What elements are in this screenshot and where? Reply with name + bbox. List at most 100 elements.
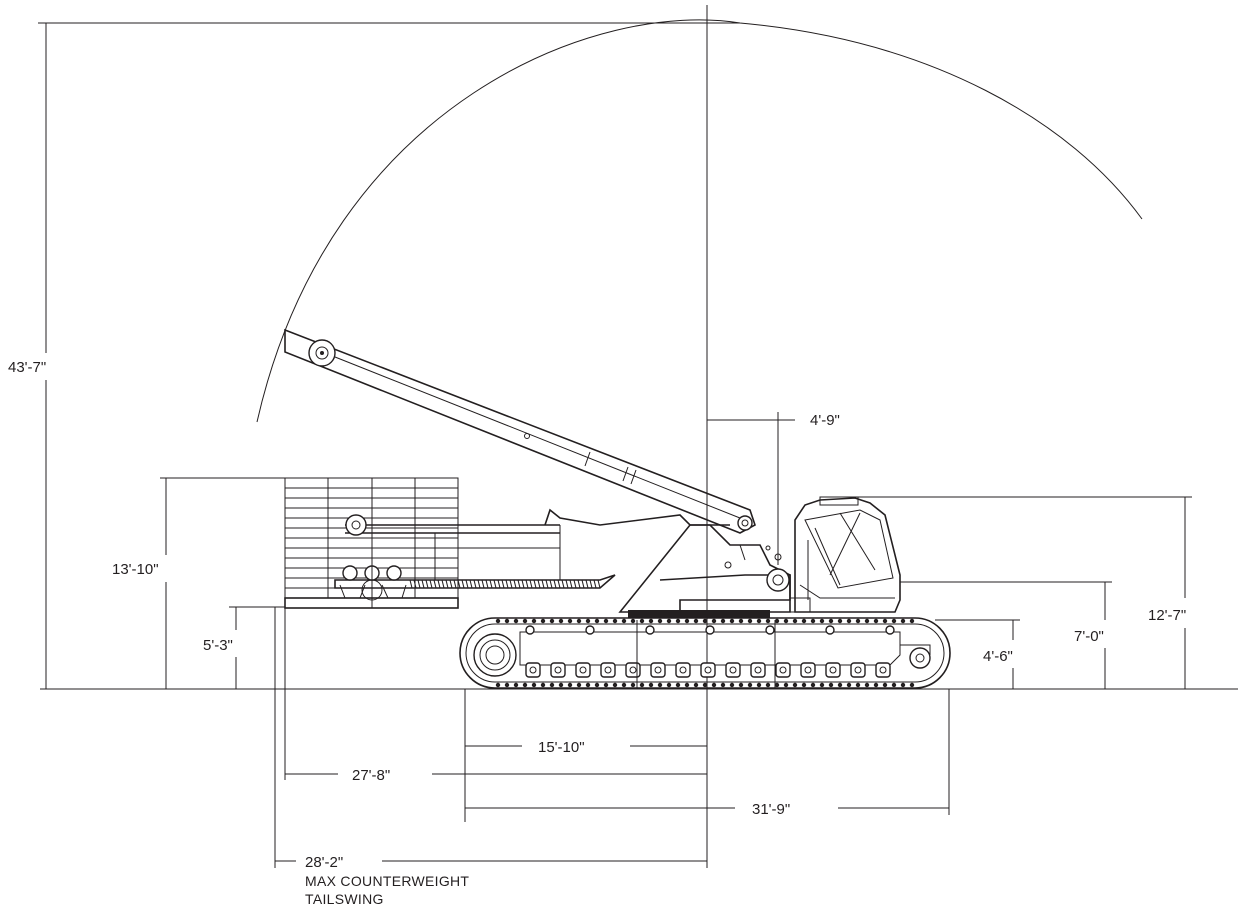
track-pad <box>585 682 591 688</box>
track-pad <box>540 682 546 688</box>
overall-length-dimension: 31'-9" <box>465 689 950 818</box>
track-roller-hub <box>779 666 787 674</box>
track-roller-hub <box>529 666 537 674</box>
track-pad <box>504 618 510 624</box>
max-tailswing-dimension: 28'-2" MAX COUNTERWEIGHT TAILSWING <box>274 607 707 907</box>
swing-bearing <box>628 610 770 618</box>
track-pad <box>711 618 717 624</box>
max-tailswing-note-line2: TAILSWING <box>305 891 384 907</box>
frame-serration <box>557 579 561 589</box>
drive-sprocket-icon <box>909 647 931 669</box>
frame-serration <box>597 579 601 589</box>
track-pad <box>558 682 564 688</box>
track-pad <box>549 618 555 624</box>
track-pad <box>513 682 519 688</box>
frame-serration <box>581 579 585 589</box>
track-pad <box>891 618 897 624</box>
track-pad <box>882 682 888 688</box>
track-pad <box>657 682 663 688</box>
track-pad <box>792 682 798 688</box>
rear-frame <box>334 508 730 608</box>
track-pad <box>846 618 852 624</box>
boom-pivot-icon <box>766 568 790 592</box>
track-pad <box>864 618 870 624</box>
track-pad <box>612 682 618 688</box>
track-roller-hub <box>829 666 837 674</box>
track-center-dimension: 15'-10" <box>464 689 707 822</box>
upper-frame <box>618 524 791 618</box>
track-roller-icon <box>775 662 791 678</box>
cab-height-dimension: 12'-7" <box>845 496 1192 689</box>
frame-serration <box>425 579 429 589</box>
boom-pivot-height-dimension: 7'-0" <box>900 581 1112 689</box>
frame-serration <box>541 579 545 589</box>
frame-serration <box>437 579 441 589</box>
track-pad <box>675 618 681 624</box>
frame-serration <box>469 579 473 589</box>
frame-serration <box>525 579 529 589</box>
frame-serration <box>577 579 581 589</box>
track-roller-hub <box>629 666 637 674</box>
track-pad <box>729 618 735 624</box>
track-roller-icon <box>725 662 741 678</box>
track-pad <box>738 618 744 624</box>
track-pad <box>855 682 861 688</box>
track-pad <box>747 682 753 688</box>
track-pad <box>729 682 735 688</box>
frame-serration <box>489 579 493 589</box>
track-roller-icon <box>625 662 641 678</box>
carrier-roller-icon <box>645 625 655 635</box>
frame-serration <box>573 579 577 589</box>
track-pad <box>621 618 627 624</box>
track-center-label: 15'-10" <box>538 739 585 756</box>
track-roller-body <box>675 662 691 678</box>
frame-serration <box>453 579 457 589</box>
track-inner <box>465 623 945 683</box>
track-pad <box>765 618 771 624</box>
max-tailswing-note-line1: MAX COUNTERWEIGHT <box>305 873 469 889</box>
track-pad <box>567 682 573 688</box>
track-pad <box>837 618 843 624</box>
track-pad <box>720 618 726 624</box>
counterweight-clearance-label: 5'-3" <box>203 637 233 654</box>
track-pad <box>864 682 870 688</box>
track-pad <box>621 682 627 688</box>
overall-height-label: 43'-7" <box>8 359 46 376</box>
track-roller-body <box>800 662 816 678</box>
track-roller-body <box>750 662 766 678</box>
frame-serration <box>565 579 569 589</box>
counterweight-height-label: 13'-10" <box>112 561 159 578</box>
track-roller-body <box>725 662 741 678</box>
track-pad <box>783 618 789 624</box>
track-pad <box>909 618 915 624</box>
track-pad <box>675 682 681 688</box>
operator-cab <box>789 496 901 613</box>
track-pad <box>873 682 879 688</box>
track-pad <box>576 618 582 624</box>
track-pad <box>810 682 816 688</box>
track-pad <box>495 682 501 688</box>
frame-serration <box>585 579 589 589</box>
frame-serration <box>505 579 509 589</box>
track-pad <box>594 618 600 624</box>
track-pad <box>648 682 654 688</box>
track-roller-hub <box>604 666 612 674</box>
frame-serration <box>509 579 513 589</box>
track-pad <box>792 618 798 624</box>
track-pad <box>693 618 699 624</box>
track-pad <box>900 618 906 624</box>
track-roller-hub <box>579 666 587 674</box>
track-pad <box>513 618 519 624</box>
frame-serration <box>445 579 449 589</box>
counterweight-height-dimension: 13'-10" <box>112 477 285 689</box>
track-pad <box>495 618 501 624</box>
carrier-roller-icon <box>885 625 895 635</box>
track-roller-body <box>650 662 666 678</box>
track-pad <box>522 618 528 624</box>
track-roller-hub <box>729 666 737 674</box>
carrier-roller-icon <box>705 625 715 635</box>
track-pad <box>666 618 672 624</box>
boom <box>284 328 756 534</box>
track-pad <box>684 682 690 688</box>
